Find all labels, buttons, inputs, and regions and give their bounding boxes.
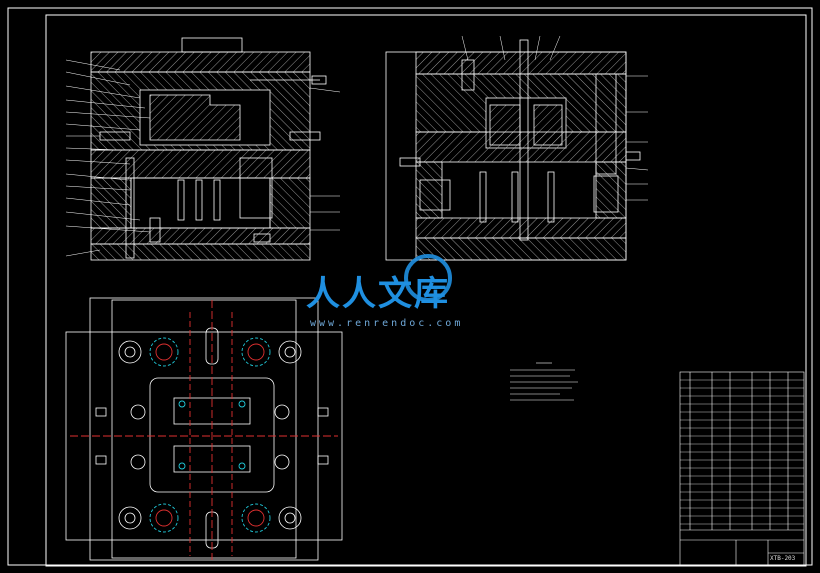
right-view-leader-lines — [461, 35, 649, 201]
plan-view-red-cyan-details — [70, 300, 338, 560]
left-section-view — [90, 37, 327, 261]
left-view-leader-lines — [65, 59, 341, 257]
outer-border — [7, 7, 813, 566]
plan-view — [65, 297, 343, 561]
watermark-logo-icon — [404, 254, 452, 302]
right-section-view — [385, 39, 641, 261]
drawing-code: XTB-203 — [770, 555, 796, 562]
watermark-brand-text: 人人文库 — [306, 274, 450, 314]
inner-border — [45, 14, 807, 567]
watermark-url: www.renrendoc.com — [310, 318, 464, 329]
parts-list-rows — [680, 379, 804, 525]
parts-list-table — [679, 371, 805, 567]
technical-notes — [510, 362, 578, 401]
